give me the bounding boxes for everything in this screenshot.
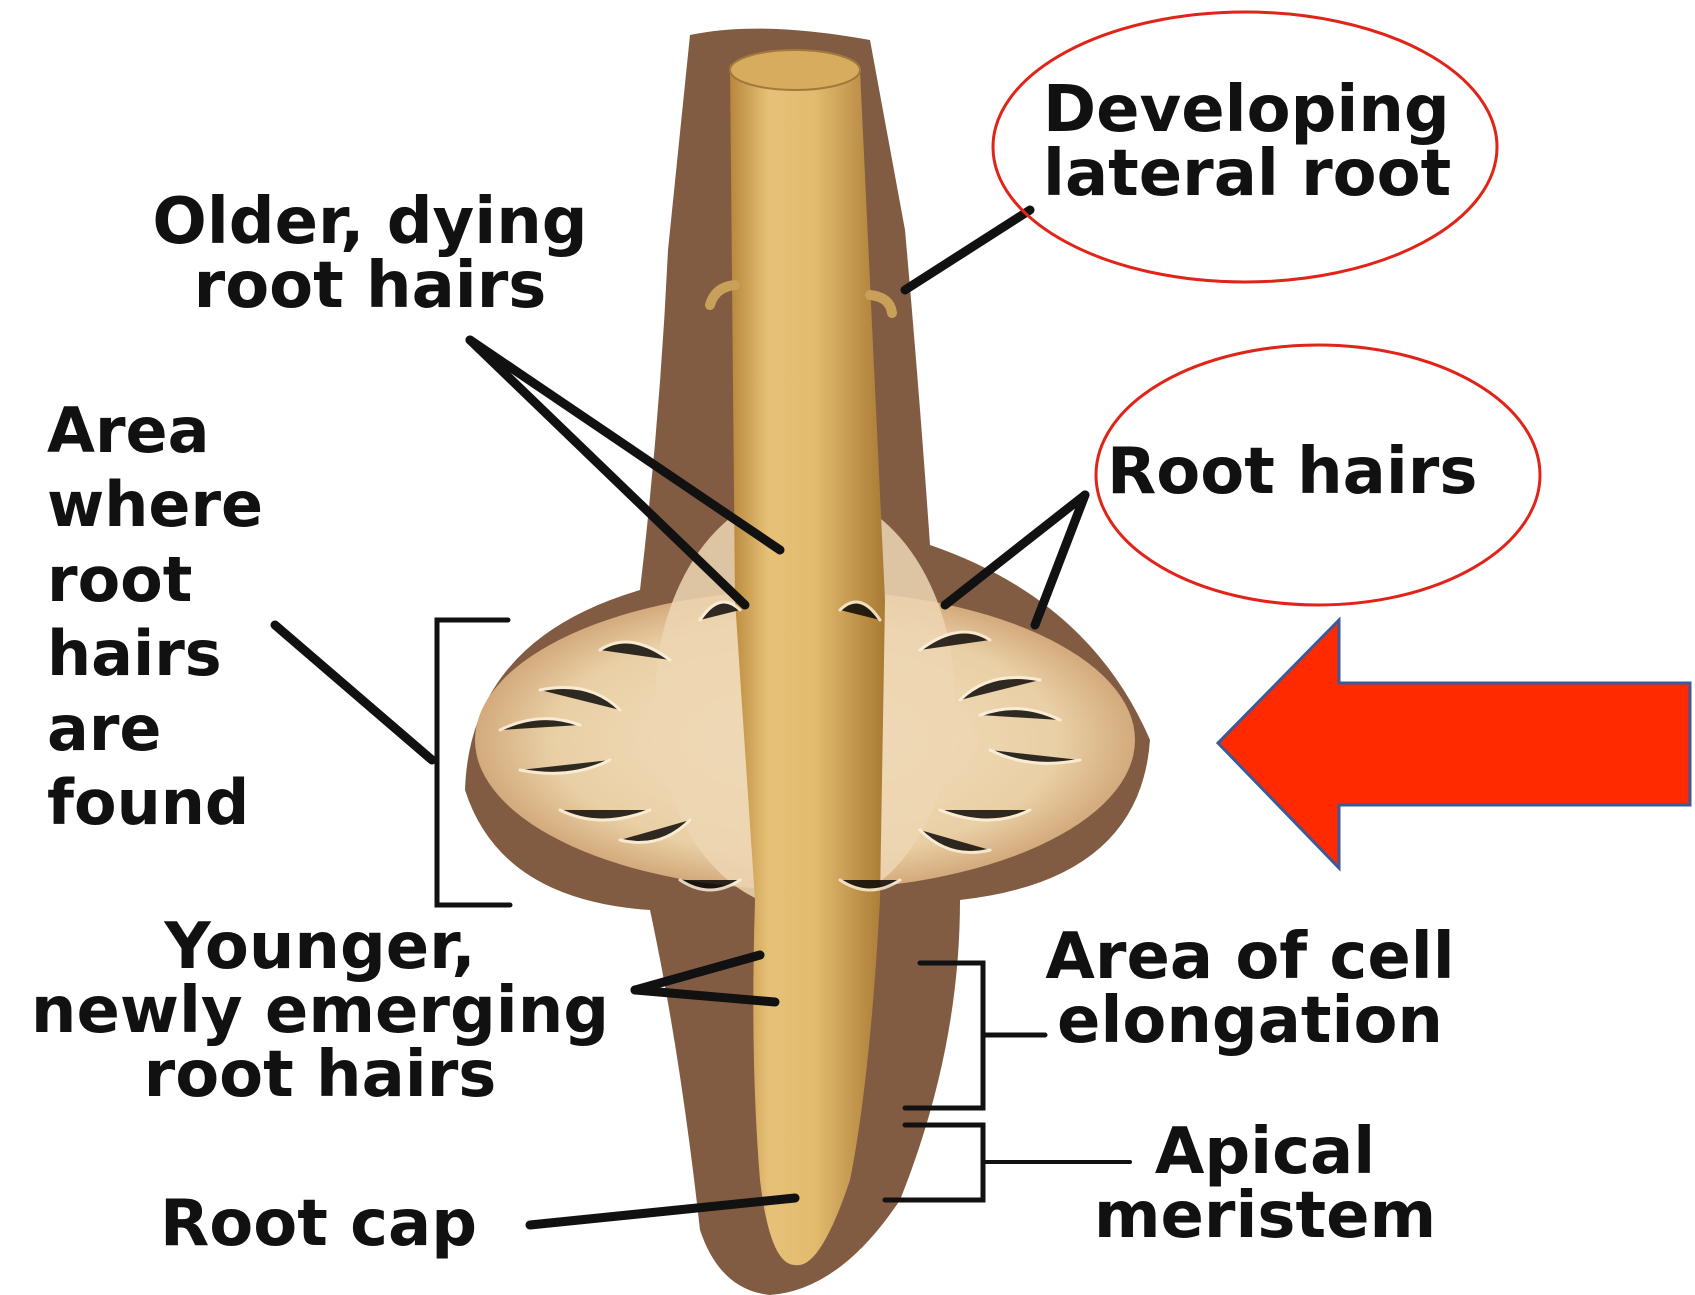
label-area-of-cell-elongation: Area of cell elongation bbox=[1030, 925, 1470, 1053]
label-root-cap: Root cap bbox=[160, 1192, 477, 1256]
label-developing-lateral-root: Developing lateral root bbox=[1043, 78, 1451, 206]
label-area-where-root-hairs-found: Area where root hairs are found bbox=[47, 394, 263, 840]
root-top bbox=[730, 50, 860, 90]
label-younger-newly-emerging-root-hairs: Younger, newly emerging root hairs bbox=[0, 915, 640, 1107]
label-older-dying-root-hairs: Older, dying root hairs bbox=[130, 190, 610, 318]
label-root-hairs: Root hairs bbox=[1107, 440, 1477, 504]
left-arrow-icon bbox=[1218, 620, 1690, 868]
label-apical-meristem: Apical meristem bbox=[1080, 1120, 1450, 1248]
